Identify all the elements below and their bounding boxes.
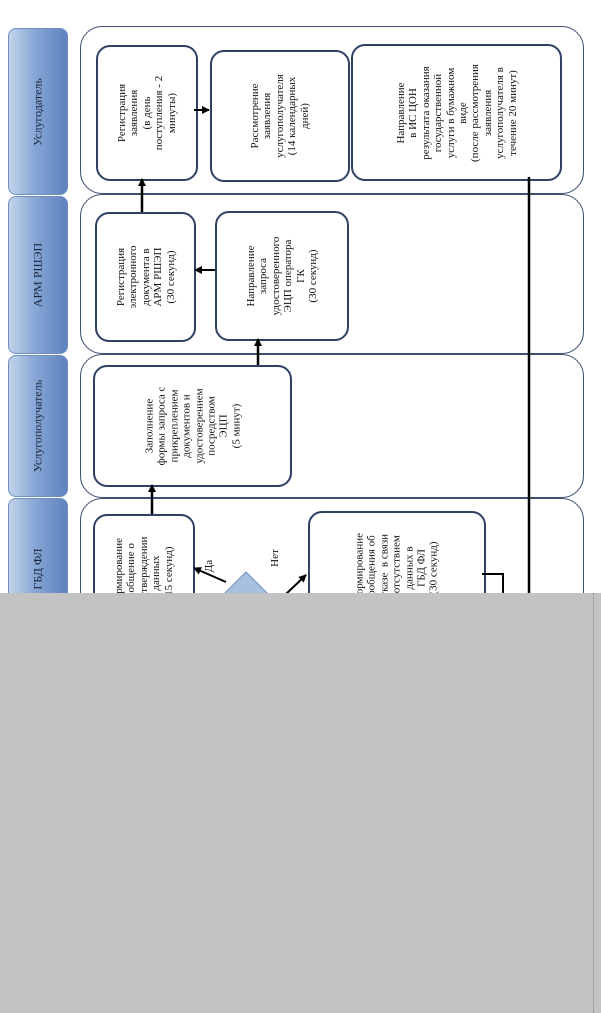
box-review: Рассмотрение заявления услугополучателя …	[210, 50, 350, 182]
lane-header-recipient: Услугополучатель	[8, 355, 68, 497]
box-direction: Направление в ИС ЦОН результата оказания…	[351, 44, 562, 181]
box-registration: Регистрация заявления (в день поступлени…	[96, 45, 198, 181]
box-reg-e-doc: Регистрация электронного документа в АРМ…	[95, 212, 196, 342]
occluded-region-edge	[593, 593, 594, 1013]
lane-header-provider: Услугодатель	[8, 28, 68, 195]
connector-refuse-right	[482, 573, 504, 595]
arrow-decision-yes	[193, 567, 227, 583]
box-request-cert: Направление запроса удостоверенного ЭЦП …	[215, 211, 349, 341]
arrow-decision-no	[285, 574, 307, 595]
lane-header-arm: АРМ РШЭП	[8, 196, 68, 354]
box-fill-form: Заполнение формы запроса с прикреплением…	[93, 365, 292, 487]
occluded-region	[0, 593, 601, 1013]
